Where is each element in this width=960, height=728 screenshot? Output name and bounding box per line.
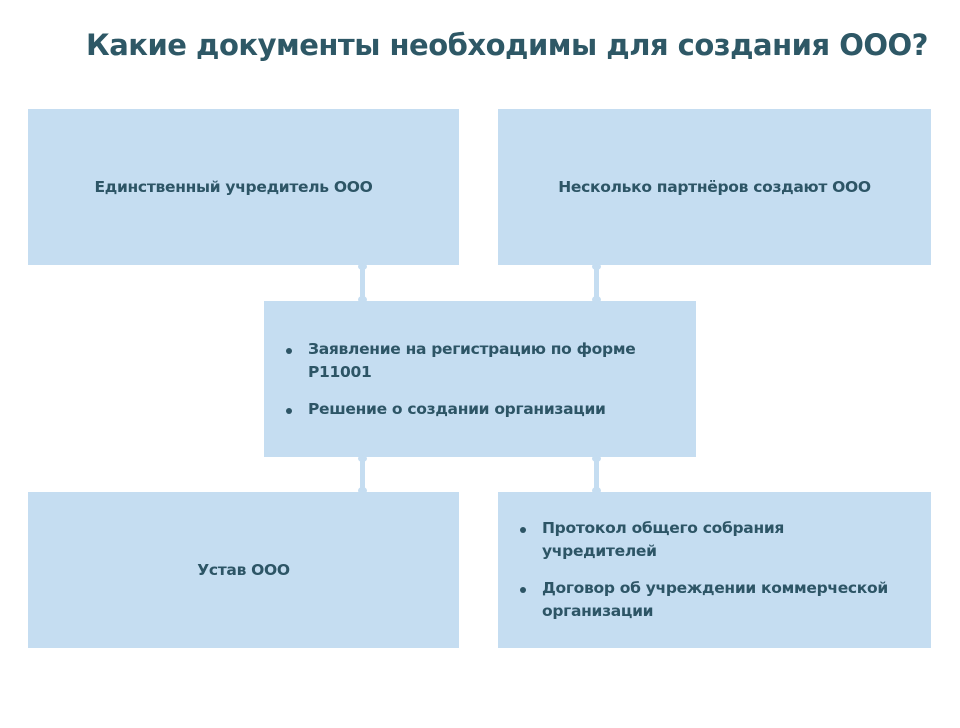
box-several-partners: Несколько партнёров создают ООО: [498, 109, 931, 265]
box-partners-docs: Протокол общего собрания учредителей Дог…: [498, 492, 931, 648]
list-item: Договор об учреждении коммерческой орган…: [520, 577, 902, 623]
list-item: Решение о создании организации: [286, 398, 638, 421]
box-single-founder-docs: Устав ООО: [28, 492, 459, 648]
box-common-documents: Заявление на регистрацию по форме Р11001…: [264, 301, 696, 457]
box-label: Несколько партнёров создают ООО: [558, 178, 871, 196]
connector: [592, 455, 601, 494]
box-label: Единственный учредитель ООО: [94, 178, 373, 196]
list-item: Заявление на регистрацию по форме Р11001: [286, 338, 638, 384]
connector: [358, 263, 367, 303]
box-single-founder: Единственный учредитель ООО: [28, 109, 459, 265]
box-label: Устав ООО: [197, 561, 290, 579]
connector: [592, 263, 601, 303]
list-item: Протокол общего собрания учредителей: [520, 517, 902, 563]
page-title: Какие документы необходимы для создания …: [86, 28, 928, 62]
connector: [358, 455, 367, 494]
